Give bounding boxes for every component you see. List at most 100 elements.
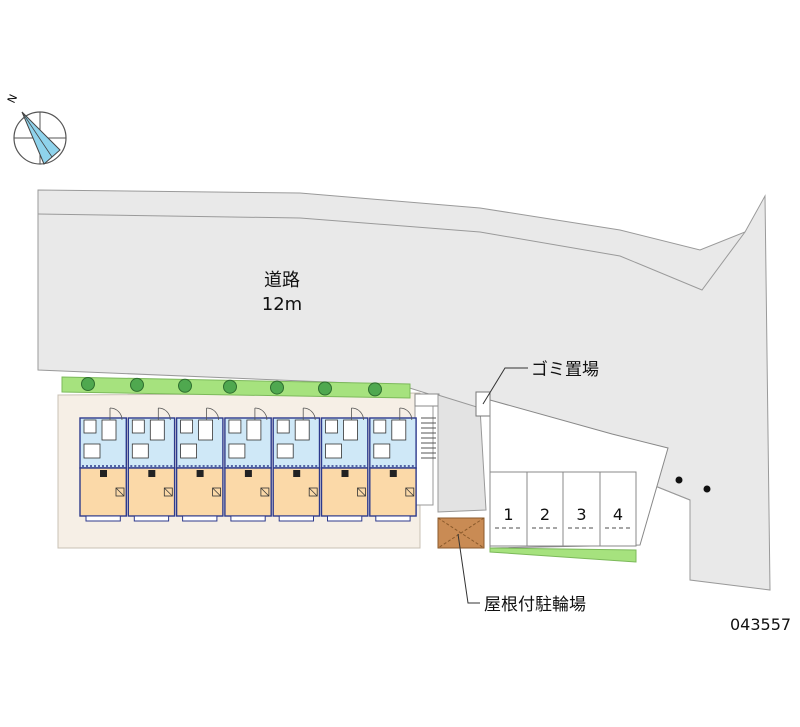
closet-icon — [115, 487, 125, 497]
parking-hedge — [489, 547, 637, 563]
tree-icon — [223, 379, 237, 394]
apartment-unit — [175, 407, 224, 522]
apartment-unit — [369, 407, 417, 522]
tree-icon — [318, 381, 332, 396]
balcony-window — [278, 515, 315, 522]
door-swing-icon — [206, 407, 219, 421]
parking-space-number: 4 — [613, 505, 623, 524]
road-edge-line — [37, 213, 746, 291]
parking-space-number: 3 — [576, 505, 586, 524]
bicycle-roof-cross-b — [437, 517, 485, 549]
compass: N — [5, 92, 67, 165]
bath-icon — [198, 419, 214, 441]
kitchen-icon — [83, 443, 101, 459]
garbage-label: ゴミ置場 — [531, 359, 599, 380]
closet-cross — [164, 487, 173, 497]
closet-icon — [163, 487, 173, 497]
kitchen-icon — [180, 443, 198, 459]
tree-icon — [178, 378, 192, 393]
closet-cross — [115, 487, 125, 497]
column-icon — [196, 470, 204, 477]
parking-space — [562, 471, 601, 547]
parking-space — [599, 471, 637, 547]
compass-needle-axis — [21, 111, 53, 158]
apartment-unit — [79, 407, 127, 522]
balcony-window — [375, 515, 411, 522]
stairs — [421, 417, 436, 459]
hedge — [61, 376, 411, 399]
column-icon — [341, 470, 349, 477]
road-marker-dot — [675, 476, 683, 484]
bicycle-parking — [437, 517, 485, 549]
compass-north-label: N — [5, 92, 20, 105]
balcony-window — [85, 515, 121, 522]
kitchen-icon — [276, 443, 294, 459]
door-swing-icon — [303, 407, 316, 421]
apartment-unit — [272, 407, 321, 522]
toilet-icon — [228, 419, 242, 434]
closet-icon — [357, 487, 366, 497]
toilet-icon — [373, 419, 387, 434]
parking-space-number: 2 — [540, 505, 550, 524]
balcony-window — [230, 515, 266, 522]
column-icon — [244, 470, 252, 477]
bicycle-leader-line — [457, 533, 480, 604]
parking-space — [526, 471, 564, 547]
closet-cross — [405, 487, 415, 497]
column-icon — [389, 470, 397, 477]
column-icon — [100, 470, 107, 477]
balcony-window — [182, 515, 218, 522]
door-swing-icon — [254, 407, 268, 421]
closet-icon — [308, 487, 318, 497]
toilet-icon — [325, 419, 338, 434]
bicycle-label: 屋根付駐輪場 — [484, 595, 586, 615]
balcony-window — [133, 515, 170, 522]
parking-space — [489, 471, 528, 547]
closet-icon — [260, 487, 270, 497]
toilet-icon — [180, 419, 194, 434]
kitchen-icon — [228, 443, 246, 459]
bath-icon — [294, 419, 310, 441]
tree-row — [81, 377, 382, 397]
driveway — [437, 394, 487, 513]
parking-space-number: 1 — [503, 505, 513, 524]
bath-icon — [343, 419, 358, 441]
bath-icon — [391, 419, 407, 441]
parking-spaces: 1 2 3 4 — [489, 471, 637, 547]
tree-icon — [270, 380, 284, 395]
tree-icon — [130, 377, 144, 392]
closet-cross — [260, 487, 270, 497]
road-name: 道路 — [264, 270, 300, 291]
column-icon — [293, 470, 301, 477]
walkway — [414, 394, 434, 506]
door-swing-icon — [351, 407, 364, 421]
closet-cross — [212, 487, 221, 497]
bath-icon — [246, 419, 262, 441]
road-width: 12m — [262, 294, 302, 315]
tree-icon — [81, 377, 95, 391]
kitchen-icon — [373, 443, 391, 459]
property-id: 043557 — [730, 615, 791, 634]
garbage-leader-line — [482, 367, 528, 405]
closet-icon — [405, 487, 415, 497]
column-icon — [148, 470, 156, 477]
toilet-icon — [276, 419, 290, 434]
apartment-building — [79, 407, 417, 522]
tree-icon — [368, 382, 382, 397]
door-swing-icon — [109, 407, 123, 421]
kitchen-icon — [325, 443, 342, 459]
apartment-unit — [320, 407, 369, 522]
door-swing-icon — [158, 407, 171, 421]
toilet-icon — [131, 419, 145, 434]
closet-cross — [308, 487, 318, 497]
closet-icon — [212, 487, 222, 497]
door-swing-icon — [399, 407, 413, 421]
toilet-icon — [83, 419, 97, 434]
apartment-unit — [224, 407, 272, 522]
road-marker-dot — [703, 485, 711, 493]
unit-room — [175, 467, 224, 517]
balcony-window — [327, 515, 363, 522]
closet-cross — [357, 487, 366, 497]
bath-icon — [101, 419, 117, 441]
